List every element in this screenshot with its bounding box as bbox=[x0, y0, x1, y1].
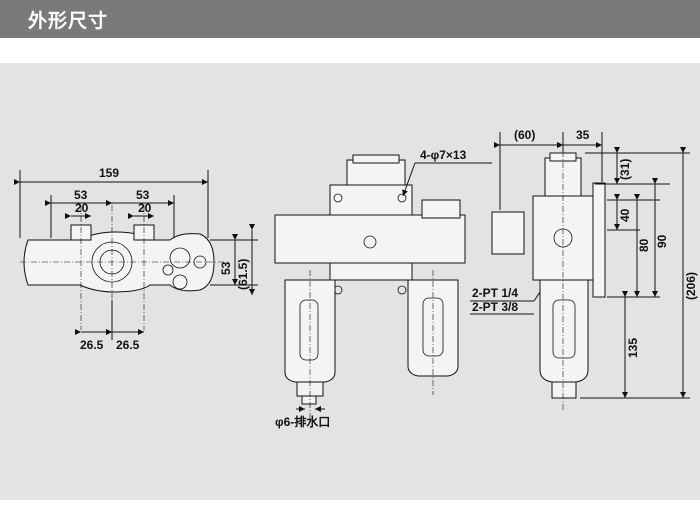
top-view: 159 53 53 20 20 53 (61.5) 26.5 26.5 bbox=[14, 166, 258, 352]
dim-left-port: 20 bbox=[75, 201, 89, 215]
dim-80: 80 bbox=[637, 238, 651, 252]
dim-40: 40 bbox=[618, 208, 632, 222]
header-bar: 外形尺寸 bbox=[0, 0, 700, 38]
side-view: (60) 35 (31) 40 80 90 135 (206) bbox=[491, 128, 698, 410]
dim-mount-hole: 4-φ7×13 bbox=[420, 148, 467, 162]
page-title: 外形尺寸 bbox=[28, 10, 109, 32]
dim-right-port: 20 bbox=[138, 201, 152, 215]
dim-bottom-right: 26.5 bbox=[116, 338, 140, 352]
dim-height: 53 bbox=[219, 261, 233, 275]
dim-depth-ref: (60) bbox=[514, 128, 535, 142]
dim-drain: φ6-排水口 bbox=[275, 414, 330, 429]
dim-port-b: 2-PT 3/8 bbox=[472, 300, 518, 314]
dim-height-ref: (61.5) bbox=[236, 259, 250, 290]
dim-total-height: (206) bbox=[684, 272, 698, 300]
dim-bottom-left: 26.5 bbox=[80, 338, 104, 352]
dim-left-spacing: 53 bbox=[74, 188, 88, 202]
dim-right-spacing: 53 bbox=[136, 188, 150, 202]
dim-width-total: 159 bbox=[99, 166, 119, 180]
dim-top-offset: (31) bbox=[618, 159, 632, 180]
front-view: 4-φ7×13 φ6-排水口 2-PT 1/4 2-PT 3/8 bbox=[274, 148, 561, 429]
dim-port-a: 2-PT 1/4 bbox=[472, 286, 518, 300]
dim-depth: 35 bbox=[576, 128, 590, 142]
dim-135: 135 bbox=[626, 338, 640, 358]
dim-90: 90 bbox=[655, 234, 669, 248]
